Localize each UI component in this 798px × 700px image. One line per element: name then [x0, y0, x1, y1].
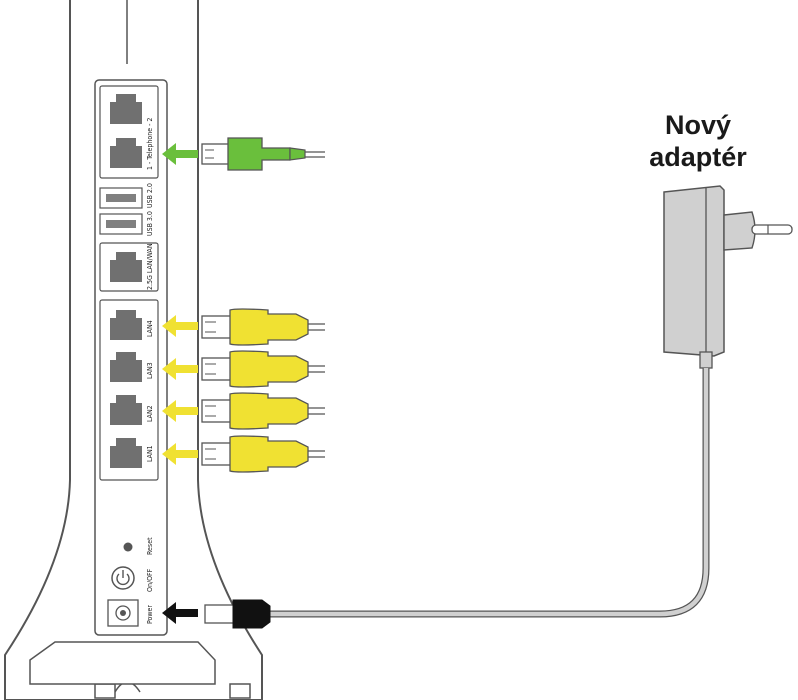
lan3-label: LAN3: [146, 362, 154, 379]
adapter-plug-pin: [751, 224, 793, 235]
usb2-slot: [106, 194, 136, 202]
telephone-port-2: [110, 138, 142, 168]
arrow-lan3: [162, 358, 198, 380]
onoff-label: On/OFF: [146, 568, 154, 592]
lan4-label: LAN4: [146, 320, 154, 337]
power-adapter: Nový adaptér: [649, 110, 793, 369]
lan4-cable: [201, 308, 325, 346]
power-cable-fill: [268, 368, 709, 617]
lan1-cable: [201, 435, 325, 473]
lan2-port: [110, 395, 142, 425]
reset-button: [123, 542, 133, 552]
lan3-cable: [201, 350, 325, 388]
adapter-title-line1: Nový: [665, 110, 731, 140]
arrow-lan1: [162, 443, 198, 465]
arrow-power: [162, 602, 198, 624]
telephone-label: 1 - Telephone - 2: [146, 118, 154, 170]
usb3-slot: [106, 220, 136, 228]
arrow-lan2: [162, 400, 198, 422]
lan2-label: LAN2: [146, 405, 154, 422]
router-foot-left: [94, 683, 116, 699]
power-jack-pin: [120, 610, 126, 616]
lan4-port: [110, 310, 142, 340]
power-label: Power: [146, 605, 154, 624]
reset-label: Reset: [146, 537, 154, 555]
lan1-port: [110, 438, 142, 468]
telephone-port-1: [110, 94, 142, 124]
lan-group: [99, 299, 159, 481]
router-base-panel: [29, 641, 216, 685]
adapter-plug-base: [723, 211, 756, 251]
wan-label: 2.5G LAN/WAN: [146, 243, 154, 290]
usb2-label: USB 2.0: [146, 183, 154, 208]
adapter-cable-strain: [699, 351, 713, 369]
wan-port: [110, 252, 142, 282]
lan3-port: [110, 352, 142, 382]
router-foot-right: [229, 683, 251, 699]
power-symbol-icon: [116, 570, 130, 586]
power-plug: [204, 599, 271, 629]
adapter-body: [663, 185, 725, 357]
arrow-telephone: [162, 143, 198, 165]
usb3-label: USB 3.0: [146, 211, 154, 236]
router: 1 - Telephone - 2 USB 2.0 USB 3.0 2.5G L…: [4, 0, 263, 700]
arrow-lan4: [162, 315, 198, 337]
lan2-cable: [201, 392, 325, 430]
phone-cable: [201, 137, 325, 171]
power-cable: [268, 368, 710, 618]
lan1-label: LAN1: [146, 445, 154, 462]
arrows: [162, 143, 198, 624]
adapter-title-line2: adaptér: [649, 142, 747, 172]
